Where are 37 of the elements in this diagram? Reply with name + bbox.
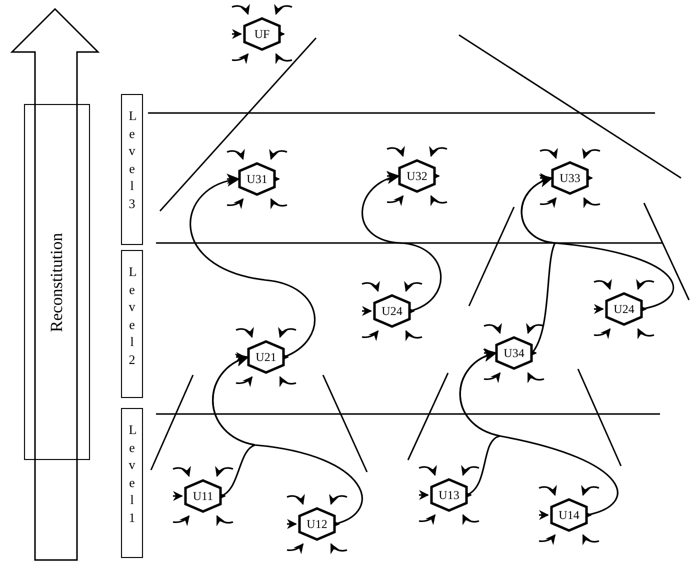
node-label: U21	[256, 351, 276, 363]
hexagon-node	[298, 507, 336, 541]
level-box	[121, 94, 143, 245]
level-label: Level 3	[128, 107, 136, 213]
label-box	[24, 104, 90, 460]
hexagon-node	[247, 340, 285, 374]
level-label: Level 2	[128, 263, 136, 369]
hexagon-node	[243, 17, 281, 51]
curved-arrow	[190, 175, 316, 358]
node-label: U32	[406, 170, 428, 182]
hexagon-node	[605, 292, 643, 326]
curved-arrow	[520, 176, 674, 310]
hexagon-node	[551, 161, 589, 195]
level-box	[121, 408, 143, 558]
curved-arrow	[459, 350, 618, 516]
node-label: U33	[560, 172, 580, 184]
node-label: U14	[558, 509, 580, 521]
hexagon-node	[430, 478, 468, 512]
curved-arrow	[362, 172, 442, 312]
node-label: U24	[382, 305, 402, 317]
node-label: U12	[306, 518, 328, 530]
node-label: U34	[504, 347, 524, 359]
node-label: U31	[246, 173, 268, 185]
node-label: U13	[438, 489, 460, 501]
node-label: UF	[254, 28, 270, 40]
level-label: Level 1	[128, 421, 136, 527]
node-label: U24	[614, 303, 634, 315]
hexagon-node	[398, 159, 436, 193]
hexagon-node	[238, 162, 276, 196]
hexagon-node	[184, 479, 222, 513]
level-box	[121, 250, 143, 398]
hexagon-node	[373, 294, 411, 328]
hexagon-node	[550, 498, 588, 532]
rotated-label: Reconstitution	[48, 232, 66, 332]
hexagon-node	[495, 336, 533, 370]
node-label: U11	[192, 490, 214, 502]
curved-arrow	[212, 355, 363, 525]
